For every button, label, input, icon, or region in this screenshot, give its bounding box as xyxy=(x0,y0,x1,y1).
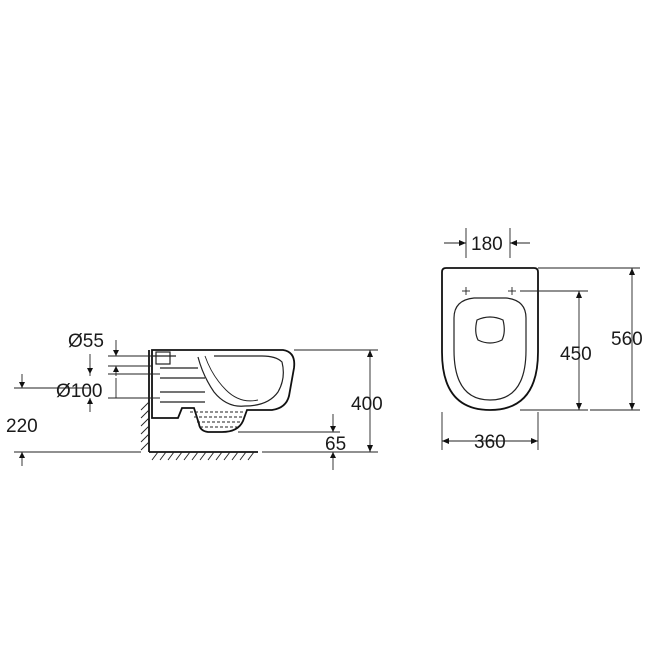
top-view: 180 360 450 560 xyxy=(441,228,643,453)
dim-height-inlet: 220 xyxy=(6,374,141,466)
total-length-label: 560 xyxy=(611,329,643,350)
dim-height-total: 400 xyxy=(262,349,383,453)
width-label: 360 xyxy=(474,432,506,453)
pipe-small-label: Ø55 xyxy=(68,331,104,352)
fixing-point-left xyxy=(462,287,470,295)
floor xyxy=(149,451,258,461)
fixing-point-right xyxy=(508,287,516,295)
dim-width: 360 xyxy=(441,412,539,453)
height-inlet-label: 220 xyxy=(6,416,38,437)
dim-pipe-large: Ø100 xyxy=(56,354,160,412)
fixing-spacing-label: 180 xyxy=(471,234,503,255)
seat-length-label: 450 xyxy=(560,344,592,365)
height-total-label: 400 xyxy=(351,394,383,415)
dim-seat-length: 450 xyxy=(520,290,592,411)
side-view: Ø55 Ø100 220 xyxy=(6,331,383,470)
wall xyxy=(140,350,150,452)
dim-fixing-spacing: 180 xyxy=(444,228,530,258)
toilet-side-profile xyxy=(151,349,296,433)
dim-height-bottom: 65 xyxy=(238,414,346,470)
dim-pipe-small: Ø55 xyxy=(68,331,152,376)
toilet-top-outline xyxy=(441,267,539,411)
pipe-large-label: Ø100 xyxy=(56,381,102,402)
height-bottom-label: 65 xyxy=(325,434,346,455)
dim-total-length: 560 xyxy=(538,267,643,411)
